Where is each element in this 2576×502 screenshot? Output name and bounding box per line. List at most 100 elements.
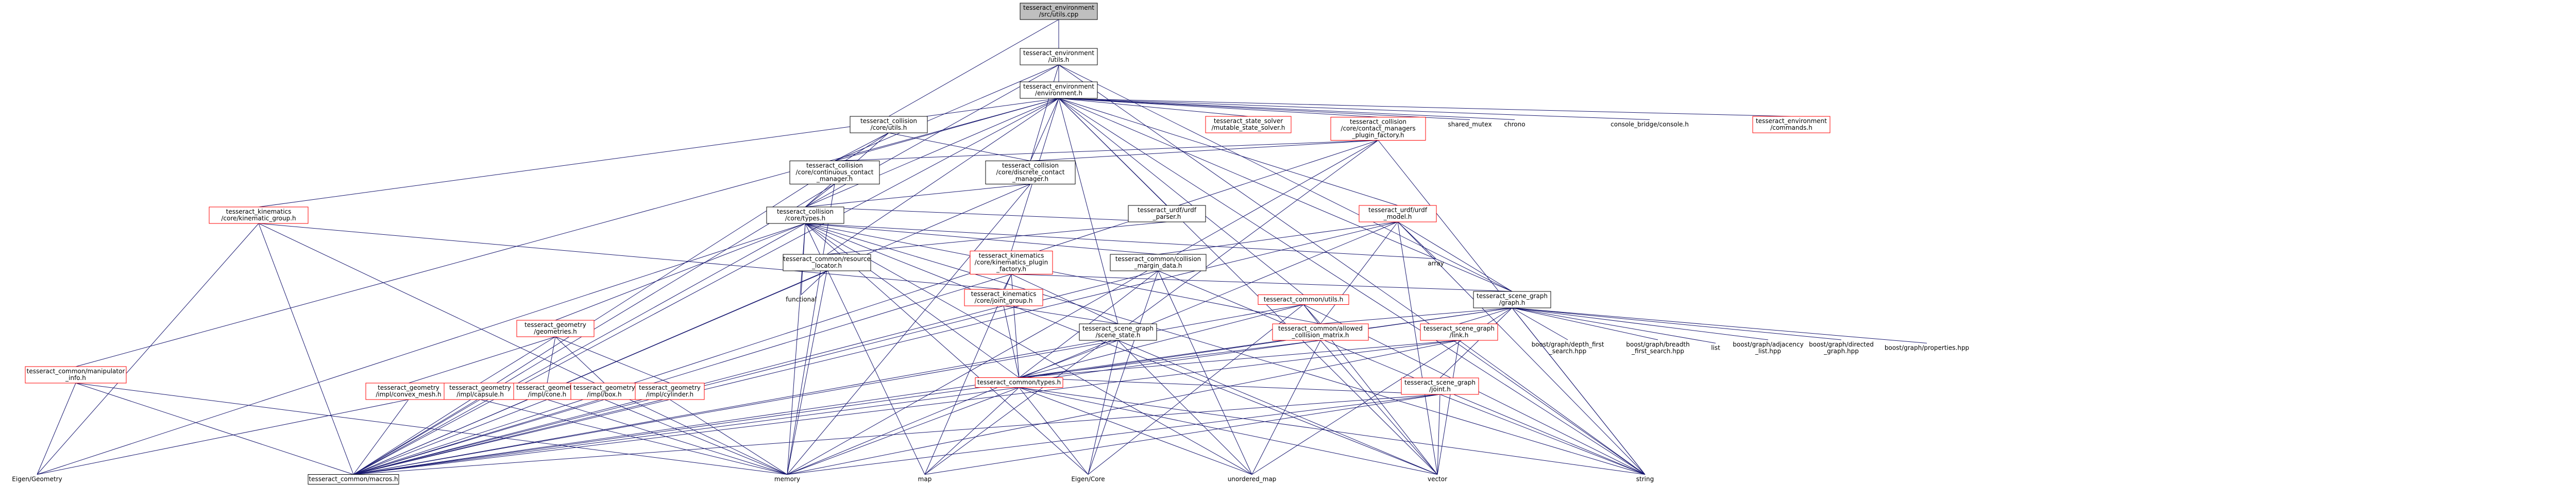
node-box[interactable]: tesseract_geometry/impl/box.h	[571, 383, 638, 400]
node-chrono[interactable]: chrono	[1504, 121, 1525, 128]
node-label-line: string	[1636, 476, 1654, 483]
node-layer: tesseract_environment/src/utils.cpptesse…	[12, 3, 1969, 484]
node-label-line: /impl/capsule.h	[456, 391, 504, 398]
node-scene_graph[interactable]: tesseract_scene_graph/graph.h	[1473, 291, 1551, 308]
node-string[interactable]: string	[1636, 476, 1654, 483]
node-unordered_map[interactable]: unordered_map	[1228, 476, 1277, 483]
node-label-line: /core/discrete_contact	[996, 169, 1065, 176]
node-label-line: /link.h	[1450, 332, 1469, 339]
edge-sg_link-to-string	[1459, 340, 1645, 475]
node-common_utils[interactable]: tesseract_common/utils.h	[1258, 295, 1349, 305]
node-urdf_model[interactable]: tesseract_urdf/urdf_model.h	[1359, 205, 1436, 222]
node-memory[interactable]: memory	[774, 476, 800, 483]
node-label-line: tesseract_geometry	[449, 384, 511, 391]
node-kin_plugin[interactable]: tesseract_kinematics/core/kinematics_plu…	[970, 251, 1053, 274]
node-env_utils[interactable]: tesseract_environment/utils.h	[1020, 48, 1097, 65]
node-map[interactable]: map	[918, 476, 932, 483]
node-continuous[interactable]: tesseract_collision/core/continuous_cont…	[790, 161, 879, 184]
edge-scene_graph-to-boost_dir	[1512, 308, 1841, 340]
edge-sg_joint-to-macros	[353, 394, 1440, 475]
edge-env-to-scene_state	[1059, 98, 1118, 324]
node-env[interactable]: tesseract_environment/environment.h	[1020, 82, 1097, 98]
edge-urdf_model-to-memory	[787, 222, 1398, 475]
node-functional[interactable]: functional	[786, 296, 817, 303]
node-boost_breadth[interactable]: boost/graph/breadth_first_search.hpp	[1626, 341, 1689, 355]
node-label-line: tesseract_geometry	[516, 384, 578, 391]
node-label-line: /utils.h	[1048, 56, 1070, 63]
node-boost_adj[interactable]: boost/graph/adjacency_list.hpp	[1733, 341, 1803, 355]
node-eigen_core[interactable]: Eigen/Core	[1071, 476, 1105, 483]
node-console[interactable]: console_bridge/console.h	[1611, 121, 1689, 128]
edge-env-to-kin_group	[259, 98, 1059, 207]
node-eigen_geometry[interactable]: Eigen/Geometry	[12, 476, 62, 483]
edge-urdf_model-to-margin	[1158, 222, 1398, 254]
node-manipulator[interactable]: tesseract_common/manipulator_info.h	[25, 367, 126, 383]
node-discrete[interactable]: tesseract_collision/core/discrete_contac…	[986, 161, 1075, 184]
node-vector[interactable]: vector	[1428, 476, 1447, 483]
node-label-line: tesseract_environment	[1023, 4, 1094, 11]
edge-layer	[37, 20, 1927, 475]
edge-capsule-to-memory	[480, 400, 787, 475]
node-label-line: tesseract_urdf/urdf	[1138, 206, 1197, 214]
node-label-line: tesseract_kinematics	[971, 290, 1037, 298]
node-cylinder[interactable]: tesseract_geometry/impl/cylinder.h	[635, 383, 704, 400]
node-resource[interactable]: tesseract_common/resource_locator.h	[783, 254, 871, 271]
edge-plugin_factory-to-continuous	[835, 141, 1378, 161]
edge-sg_joint-to-string	[1440, 394, 1645, 475]
node-label-line: tesseract_common/macros.h	[309, 476, 398, 483]
edge-urdf_parser-to-coll_types	[805, 207, 1167, 222]
node-label-line: shared_mutex	[1448, 121, 1492, 128]
edge-convex_mesh-to-eigen_geometry	[37, 400, 409, 475]
edge-coll_types-to-array	[805, 223, 1436, 259]
edge-kin_group-to-eigen_geometry	[37, 223, 259, 475]
node-commands[interactable]: tesseract_environment/commands.h	[1753, 116, 1830, 133]
node-kin_group[interactable]: tesseract_kinematics/core/kinematic_grou…	[209, 207, 308, 223]
node-label-line: tesseract_urdf/urdf	[1368, 206, 1428, 214]
node-list[interactable]: list	[1711, 344, 1720, 352]
node-label-line: /scene_state.h	[1095, 332, 1140, 339]
node-label-line: tesseract_state_solver	[1214, 117, 1283, 125]
edge-coll_types-to-geometries	[555, 223, 805, 320]
node-label-line: tesseract_kinematics	[979, 252, 1044, 259]
node-label-line: list	[1711, 344, 1720, 352]
node-label-line: _manager.h	[1012, 176, 1048, 183]
edge-coll_utils-to-discrete	[889, 133, 1030, 161]
node-allowed[interactable]: tesseract_common/allowed_collision_matri…	[1273, 324, 1368, 340]
node-common_types[interactable]: tesseract_common/types.h	[975, 378, 1063, 388]
node-boost_dir[interactable]: boost/graph/directed_graph.hpp	[1809, 341, 1874, 355]
node-joint_group[interactable]: tesseract_kinematics/core/joint_group.h	[964, 289, 1043, 306]
node-geometries[interactable]: tesseract_geometry/geometries.h	[517, 320, 594, 337]
node-sg_link[interactable]: tesseract_scene_graph/link.h	[1420, 324, 1498, 340]
node-label-line: tesseract_geometry	[524, 321, 586, 328]
edge-env-to-commands	[1059, 98, 1791, 116]
node-coll_utils[interactable]: tesseract_collision/core/utils.h	[850, 116, 927, 133]
edge-urdf_model-to-scene_graph	[1398, 222, 1512, 291]
node-plugin_factory[interactable]: tesseract_collision/core/contact_manager…	[1331, 117, 1426, 141]
node-scene_state[interactable]: tesseract_scene_graph/scene_state.h	[1079, 324, 1157, 340]
node-shared_mutex[interactable]: shared_mutex	[1448, 121, 1492, 128]
node-label-line: _margin_data.h	[1134, 262, 1182, 269]
node-label-line: /impl/convex_mesh.h	[376, 391, 441, 398]
node-label-line: /core/continuous_contact	[796, 169, 874, 176]
node-capsule[interactable]: tesseract_geometry/impl/capsule.h	[444, 383, 516, 400]
node-root[interactable]: tesseract_environment/src/utils.cpp	[1020, 3, 1097, 20]
edge-sg_link-to-memory	[787, 340, 1459, 475]
node-array[interactable]: array	[1428, 260, 1444, 267]
node-label-line: tesseract_common/types.h	[977, 379, 1061, 386]
edge-urdf_parser-to-resource	[827, 222, 1167, 254]
node-macros[interactable]: tesseract_common/macros.h	[308, 475, 399, 484]
node-label-line: _locator.h	[811, 262, 842, 269]
node-boost_prop[interactable]: boost/graph/properties.hpp	[1885, 344, 1969, 352]
node-boost_depth[interactable]: boost/graph/depth_first_search.hpp	[1532, 341, 1604, 355]
node-label-line: tesseract_common/utils.h	[1264, 296, 1344, 303]
node-coll_types[interactable]: tesseract_collision/core/types.h	[767, 207, 844, 223]
node-label-line: boost/graph/breadth	[1626, 341, 1689, 348]
node-margin[interactable]: tesseract_common/collision_margin_data.h	[1110, 254, 1206, 271]
node-convex_mesh[interactable]: tesseract_geometry/impl/convex_mesh.h	[366, 383, 451, 400]
node-urdf_parser[interactable]: tesseract_urdf/urdf_parser.h	[1128, 205, 1206, 222]
node-label-line: _search.hpp	[1549, 348, 1587, 355]
node-label-line: vector	[1428, 476, 1447, 483]
node-state_solver[interactable]: tesseract_state_solver/mutable_state_sol…	[1206, 116, 1291, 133]
node-sg_joint[interactable]: tesseract_scene_graph/joint.h	[1401, 378, 1479, 394]
edge-coll_types-to-margin	[805, 223, 1158, 254]
